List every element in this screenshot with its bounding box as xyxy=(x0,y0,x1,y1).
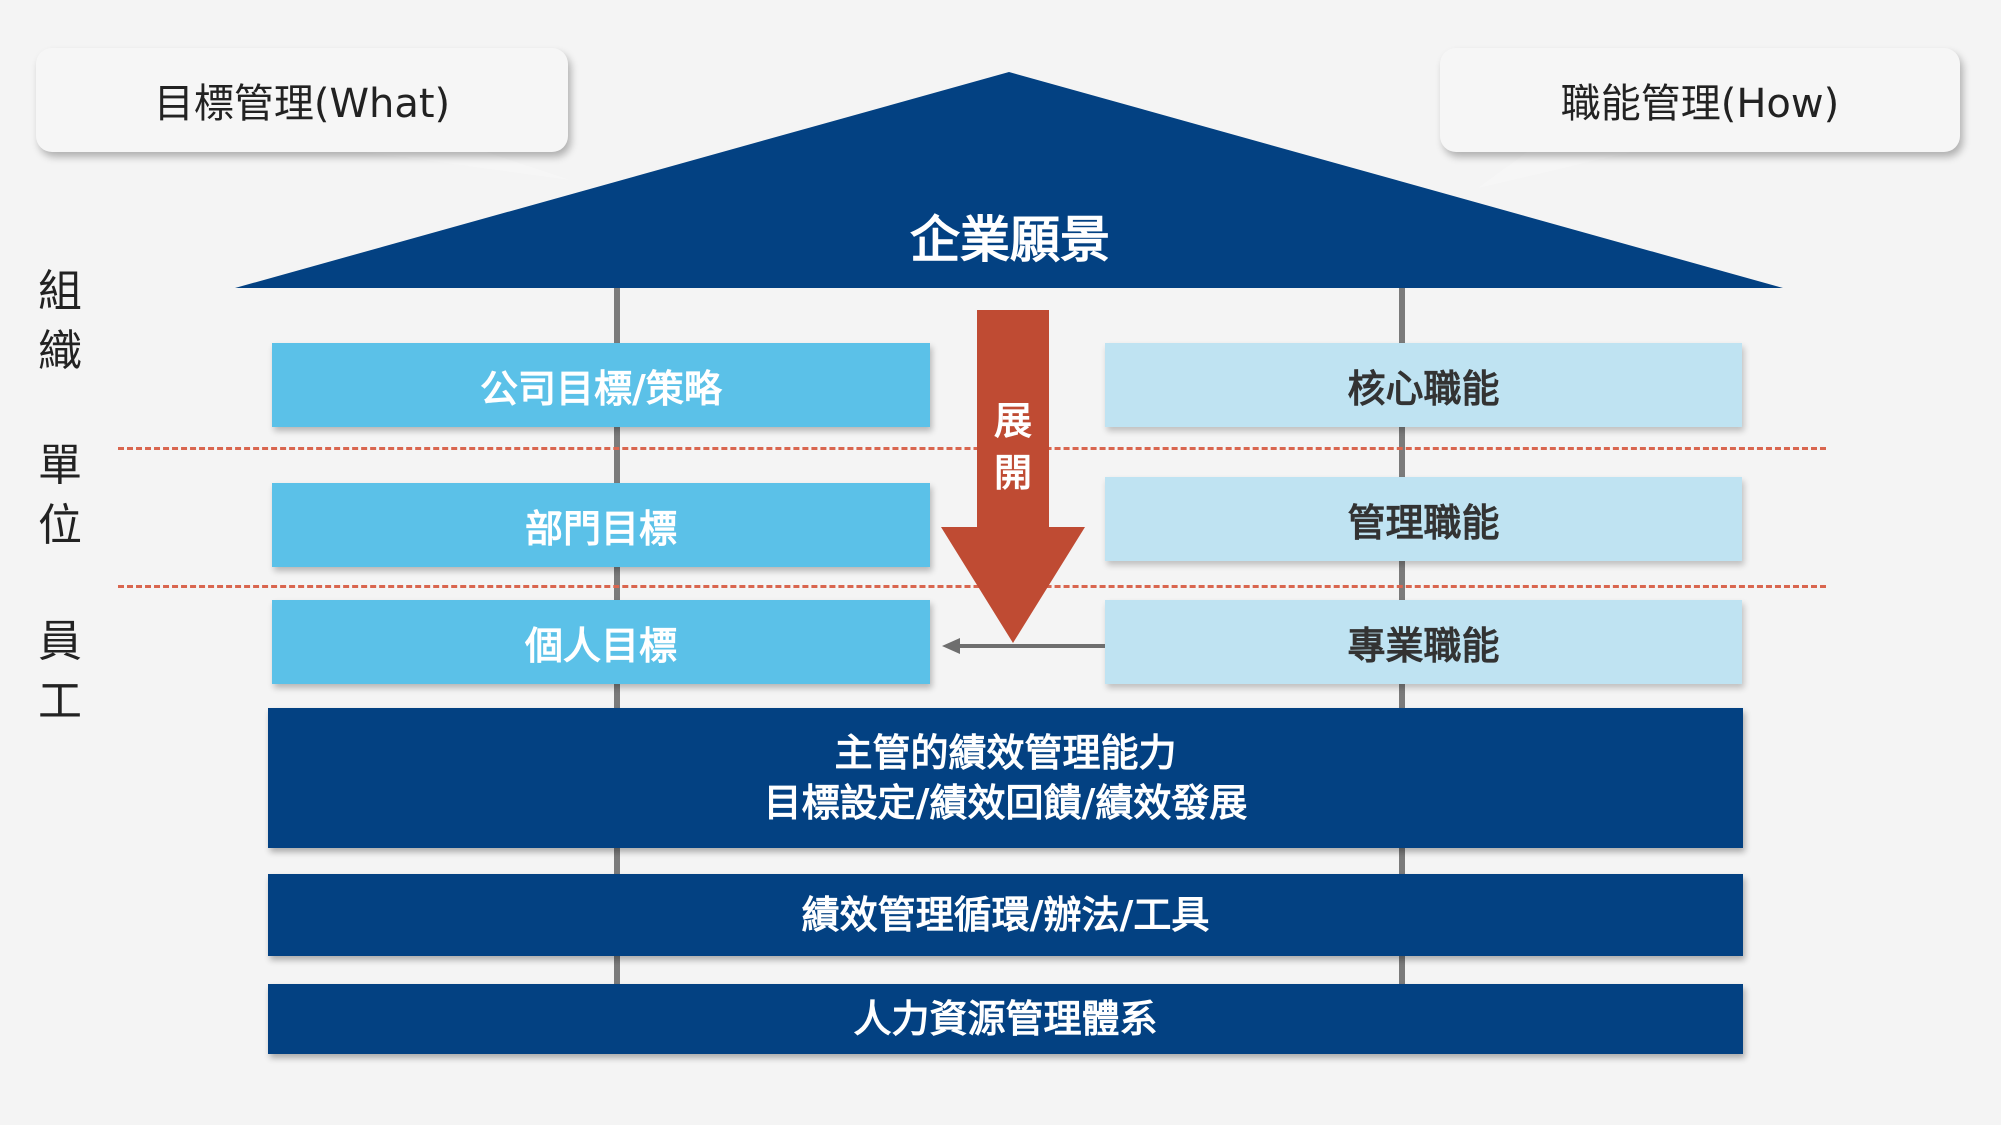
goal-box-individual: 個人目標 xyxy=(272,600,930,684)
competency-box-core: 核心職能 xyxy=(1105,343,1742,427)
goal-box-department: 部門目標 xyxy=(272,483,930,567)
foundation-bar-1-line-2: 目標設定/績效回饋/績效發展 xyxy=(763,781,1248,825)
side-label-employee-text: 員 工 xyxy=(38,616,82,727)
goal-box-individual-label: 個人目標 xyxy=(524,623,677,668)
expand-arrow-text: 展 開 xyxy=(993,399,1032,495)
callout-how: 職能管理(How) xyxy=(1440,48,1960,152)
goal-box-company: 公司目標/策略 xyxy=(272,343,930,427)
separator-line-2 xyxy=(118,585,1826,588)
roof-shape xyxy=(235,72,1783,288)
competency-box-professional: 專業職能 xyxy=(1105,600,1742,684)
foundation-bar-hr-system: 人力資源管理體系 xyxy=(268,984,1743,1054)
side-label-organization: 組 織 xyxy=(30,262,90,382)
separator-line-1 xyxy=(118,447,1826,450)
foundation-bar-1-line-1: 主管的績效管理能力 xyxy=(834,731,1177,775)
side-label-organization-text: 組 織 xyxy=(38,266,82,377)
expand-down-arrow xyxy=(941,310,1085,643)
right-callout-tail xyxy=(1478,150,1640,188)
callout-what-label: 目標管理(What) xyxy=(153,81,451,127)
callout-what: 目標管理(What) xyxy=(36,48,568,152)
competency-box-professional-label: 專業職能 xyxy=(1347,623,1500,668)
goal-box-department-label: 部門目標 xyxy=(524,506,677,551)
roof-title: 企業願景 xyxy=(910,211,1110,269)
left-callout-tail xyxy=(350,150,570,180)
side-label-unit: 單 位 xyxy=(30,436,90,556)
competency-box-management-label: 管理職能 xyxy=(1347,500,1500,545)
foundation-bar-3-label: 人力資源管理體系 xyxy=(853,997,1158,1041)
foundation-bar-manager-capability: 主管的績效管理能力 目標設定/績效回饋/績效發展 xyxy=(268,708,1743,848)
foundation-bar-performance-cycle: 績效管理循環/辦法/工具 xyxy=(268,874,1743,956)
expand-arrow-label: 展 開 xyxy=(983,395,1043,499)
callout-how-label: 職能管理(How) xyxy=(1560,81,1840,127)
side-label-employee: 員 工 xyxy=(30,612,90,732)
side-label-unit-text: 單 位 xyxy=(38,440,82,551)
roof xyxy=(235,72,1783,288)
foundation-bar-2-label: 績效管理循環/辦法/工具 xyxy=(801,893,1210,937)
competency-box-management: 管理職能 xyxy=(1105,477,1742,561)
link-arrow-head xyxy=(942,638,960,654)
competency-box-core-label: 核心職能 xyxy=(1347,366,1500,411)
goal-box-company-label: 公司目標/策略 xyxy=(480,366,722,411)
